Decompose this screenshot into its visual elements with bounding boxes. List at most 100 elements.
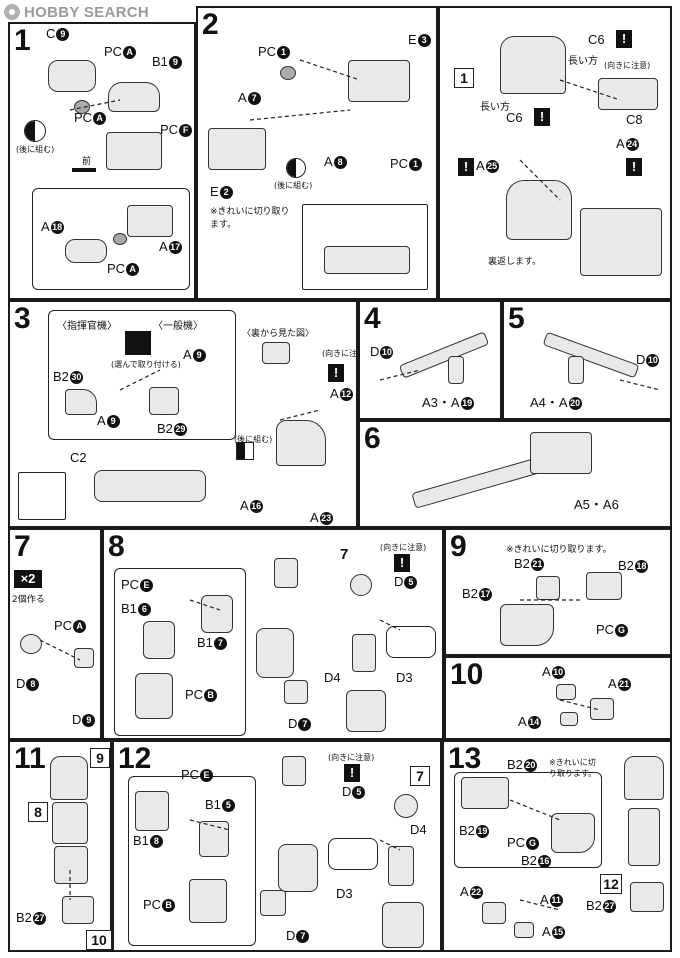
skirt-part xyxy=(500,604,554,646)
sub-part xyxy=(65,239,107,263)
step-number: 11 xyxy=(14,742,46,775)
arm-block-part xyxy=(189,879,227,923)
arm-part xyxy=(201,595,233,633)
grip-part xyxy=(568,356,584,384)
arm-part xyxy=(282,756,306,786)
part-label: C8 xyxy=(626,112,643,127)
hobbysearch-watermark: HOBBY SEARCH xyxy=(4,2,149,22)
caution-icon: ! xyxy=(328,364,344,382)
rail-part xyxy=(598,78,658,110)
hand-part xyxy=(382,902,424,948)
assembly-note-icon xyxy=(24,120,46,142)
sub-step-label: 7 xyxy=(340,546,349,563)
shoulder-cover-part xyxy=(108,82,160,112)
small-part xyxy=(482,902,506,924)
hand-part xyxy=(346,690,386,732)
commander-label: 〈指揮官機〉 xyxy=(57,321,117,332)
forearm-part xyxy=(284,680,308,704)
forearm-part xyxy=(388,846,414,886)
torso-part xyxy=(506,180,572,240)
caution-icon: ! xyxy=(458,158,474,176)
back-view-label: 〈裏から見た図〉 xyxy=(242,329,315,339)
step-number: 5 xyxy=(508,302,525,335)
antenna-part xyxy=(149,387,179,415)
general-label: 〈一般機〉 xyxy=(153,321,203,332)
cut-note: ※きれいに切り取ります。 xyxy=(549,758,597,778)
cut-note: ※きれいに切り取ります。 xyxy=(210,207,290,230)
make-two-note: 2個作る xyxy=(12,595,45,605)
step-number: 3 xyxy=(14,302,31,335)
foot-part xyxy=(630,882,664,912)
arm-part xyxy=(135,791,169,831)
front-marker: 前 xyxy=(82,157,92,167)
detail-inset xyxy=(302,204,428,290)
step-number: 7 xyxy=(14,530,31,563)
leg-lower-part xyxy=(628,808,660,866)
leg-upper-part xyxy=(52,802,88,844)
arm-part xyxy=(199,821,229,857)
part-label: C6 xyxy=(588,32,605,47)
assembly-note: (後に組む) xyxy=(234,435,273,444)
grip-part xyxy=(448,356,464,384)
arm-assembly-part xyxy=(278,844,318,892)
view-detail-part xyxy=(262,342,290,364)
rail-part xyxy=(580,208,662,276)
hand-joint-part xyxy=(20,634,42,654)
caution-icon: ! xyxy=(616,30,632,48)
leg-assembly-part xyxy=(624,756,664,800)
leg-lower-part xyxy=(54,846,88,884)
step-number: 1 xyxy=(14,24,31,57)
skirt-part xyxy=(586,572,622,600)
step-ref-box: 7 xyxy=(410,766,430,786)
pc-joint-part xyxy=(74,100,90,114)
step-ref-box: 10 xyxy=(86,930,112,950)
shoulder-part xyxy=(48,60,96,92)
forearm-part xyxy=(352,634,376,672)
